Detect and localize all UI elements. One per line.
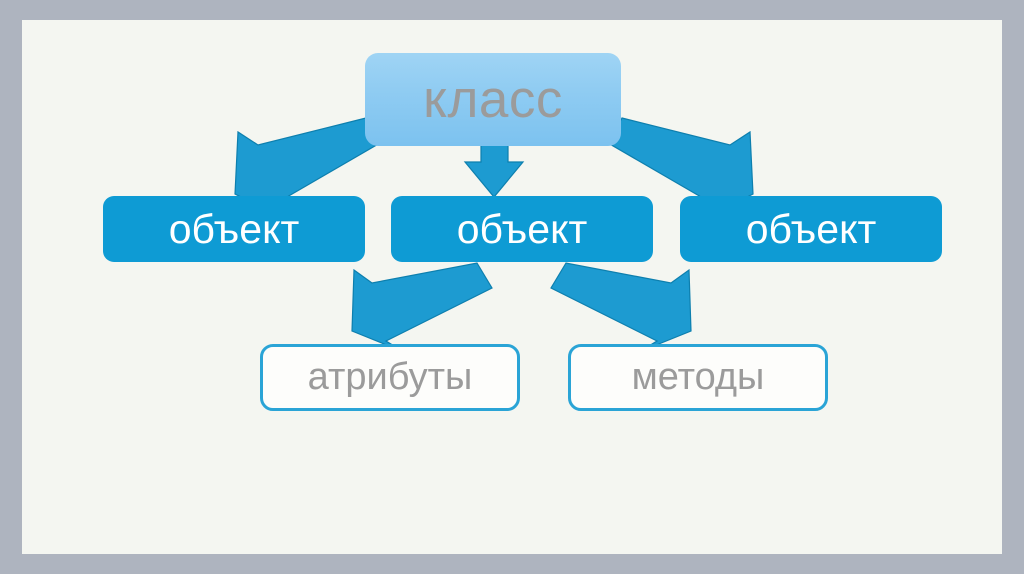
node-attributes[interactable]: атрибуты <box>260 344 520 411</box>
node-methods-label: методы <box>631 356 765 398</box>
node-object-left[interactable]: объект <box>103 196 365 262</box>
node-attributes-label: атрибуты <box>307 356 473 398</box>
node-class-label: класс <box>423 70 563 129</box>
node-object-left-label: объект <box>168 205 300 252</box>
node-object-center[interactable]: объект <box>391 196 653 262</box>
node-object-center-label: объект <box>456 205 588 252</box>
node-class[interactable]: класс <box>365 53 621 146</box>
node-object-right[interactable]: объект <box>680 196 942 262</box>
node-methods[interactable]: методы <box>568 344 828 411</box>
node-object-right-label: объект <box>745 205 877 252</box>
